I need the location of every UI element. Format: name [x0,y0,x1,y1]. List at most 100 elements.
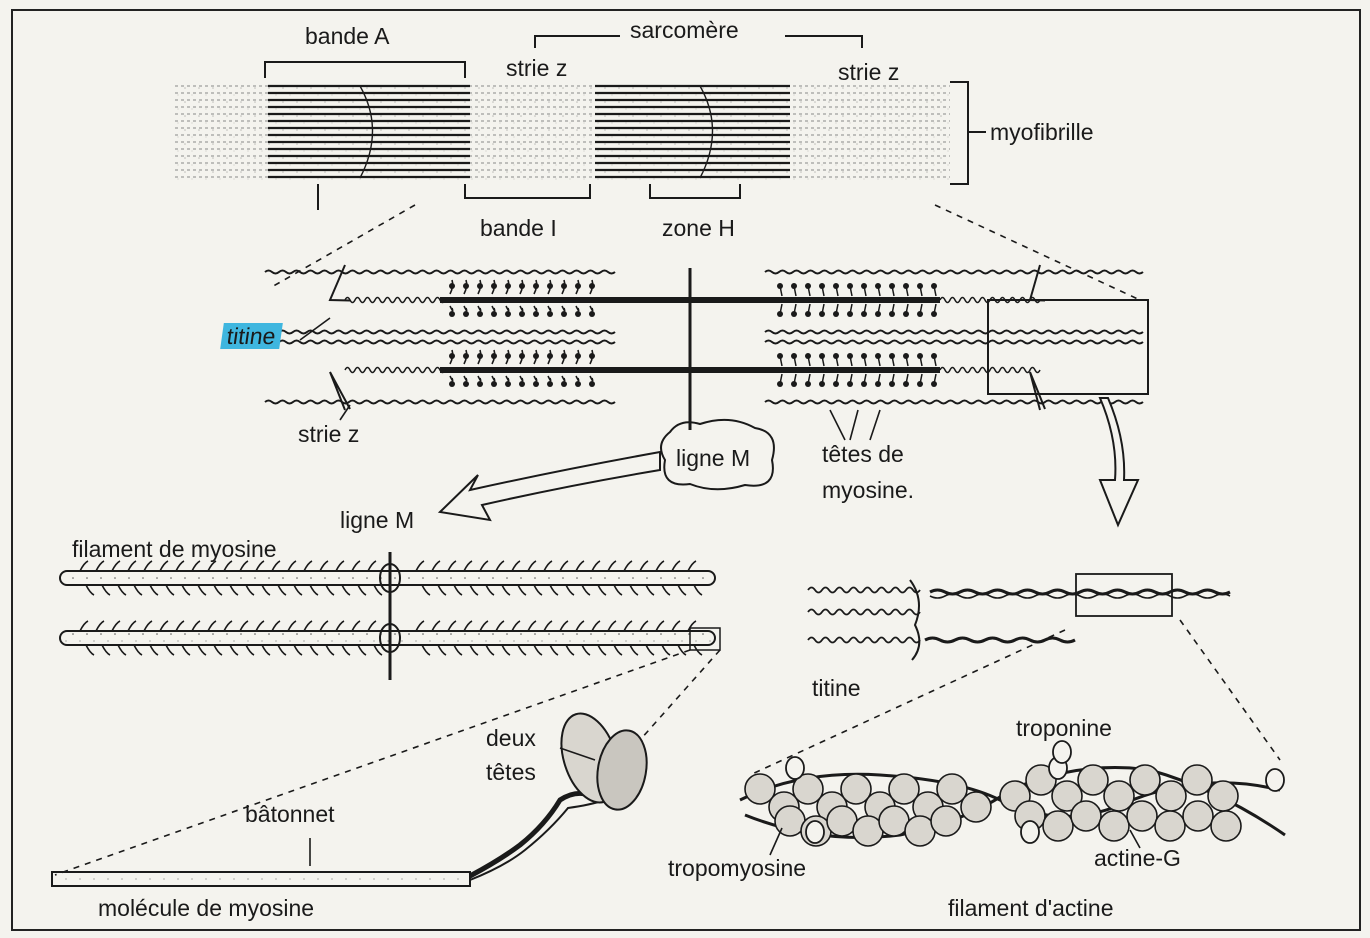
actin-g-globule [1155,811,1185,841]
myosin-filament-head [464,561,472,571]
myosin-filament-head [512,561,520,571]
myosin-filament-head [230,645,238,655]
myosin-filament-head [358,645,366,655]
myosin-filament-head [598,645,606,655]
myofibril-drawing [175,82,950,184]
arrow-to-myosin-filament [440,452,660,520]
label-actine-g: actine-G [1094,846,1181,870]
myosin-head [463,381,469,387]
myosin-filament-head [358,585,366,595]
myosin-head [533,283,539,289]
myosin-filament-head [432,561,440,571]
myosin-filament-head [86,645,94,655]
myosin-head [491,283,497,289]
actin-strand [930,594,1230,598]
myosin-filament-head [528,561,536,571]
myosin-filament-head [352,561,360,571]
myosin-filament-head [352,621,360,631]
myosin-filament-head [342,585,350,595]
myosin-filament-head [614,585,622,595]
myosin-head [561,283,567,289]
myosin-filament-head [534,645,542,655]
myosin-head [491,353,497,359]
myosin-head [547,381,553,387]
myosin-filament-head [608,621,616,631]
myosin-head [449,353,455,359]
troponin-complex [1021,821,1039,843]
myosin-filament-head [288,561,296,571]
myosin-head-stalk [478,376,481,381]
myosin-filament-head [96,621,104,631]
myosin-filament-head [608,561,616,571]
myosin-head [575,381,581,387]
myosin-head-stalk [590,376,593,381]
myosin-filament-head [278,645,286,655]
zoom-box-middle [988,300,1148,394]
myosin-filament-head [86,585,94,595]
myosin-filament-head [230,585,238,595]
myosin-filament-head [102,585,110,595]
myosin-head [505,283,511,289]
myosin-head [519,353,525,359]
myosin-head-stalk [576,306,579,311]
myosin-head [505,381,511,387]
label-myofibrille: myofibrille [990,120,1094,144]
thin-filament [265,331,615,334]
label-tropomyosine: tropomyosine [668,856,806,880]
myosin-filament-head [624,561,632,571]
myosin-filament-head [272,621,280,631]
myosin-filament-head [464,621,472,631]
thin-filament [265,401,615,404]
myosin-filament-head [560,561,568,571]
titin-spring [808,638,920,643]
troponin-complex [1053,741,1071,763]
myosin-head-stalk [562,306,565,311]
myosin-head [491,311,497,317]
myosin-head [533,381,539,387]
myosin-filament-head [182,585,190,595]
myosin-filament-head [672,561,680,571]
myosin-filament-head [678,645,686,655]
myosin-filament-head [656,561,664,571]
myosin-filament-head [374,585,382,595]
myosin-head [519,283,525,289]
titin-spring [345,368,445,373]
myosin-filament-head [208,621,216,631]
myosin-filament-head [256,621,264,631]
thin-filament [265,271,615,274]
myosin-filament-head [144,561,152,571]
myosin-head [589,311,595,317]
actin-g-globule [1183,801,1213,831]
myosin-filament-head [272,561,280,571]
label-zone-h: zone H [662,216,735,240]
actin-g-globule [1156,781,1186,811]
myosin-filament-head [502,585,510,595]
sarcomere-detail-drawing [265,265,1143,430]
label-bande-a: bande A [305,24,389,48]
myosin-filament-head [240,621,248,631]
myosin-filament-head [128,561,136,571]
myosin-filament-head [614,645,622,655]
myosin-head [547,283,553,289]
myosin-head-stalk [492,306,495,311]
label-strie-z-top-left: strie z [506,56,567,80]
thin-filament [765,341,1143,344]
thin-filament [765,271,1143,274]
myosin-head-stalk [478,306,481,311]
myosin-filament-head [102,645,110,655]
myosin-head [505,311,511,317]
actin-g-globule [1127,801,1157,831]
myosin-filament-head [624,621,632,631]
myosin-head [491,381,497,387]
myosin-filament-head [368,561,376,571]
myosin-head-stalk [534,376,537,381]
myosin-filament-head [112,621,120,631]
myosin-filament-head [374,645,382,655]
myosin-filament-head [176,561,184,571]
troponin-complex [786,757,804,779]
myosin-filament-head [294,585,302,595]
middle-leaders [300,318,880,440]
myosin-filament-head [294,645,302,655]
label-batonnet: bâtonnet [245,802,335,826]
myosin-head [575,353,581,359]
